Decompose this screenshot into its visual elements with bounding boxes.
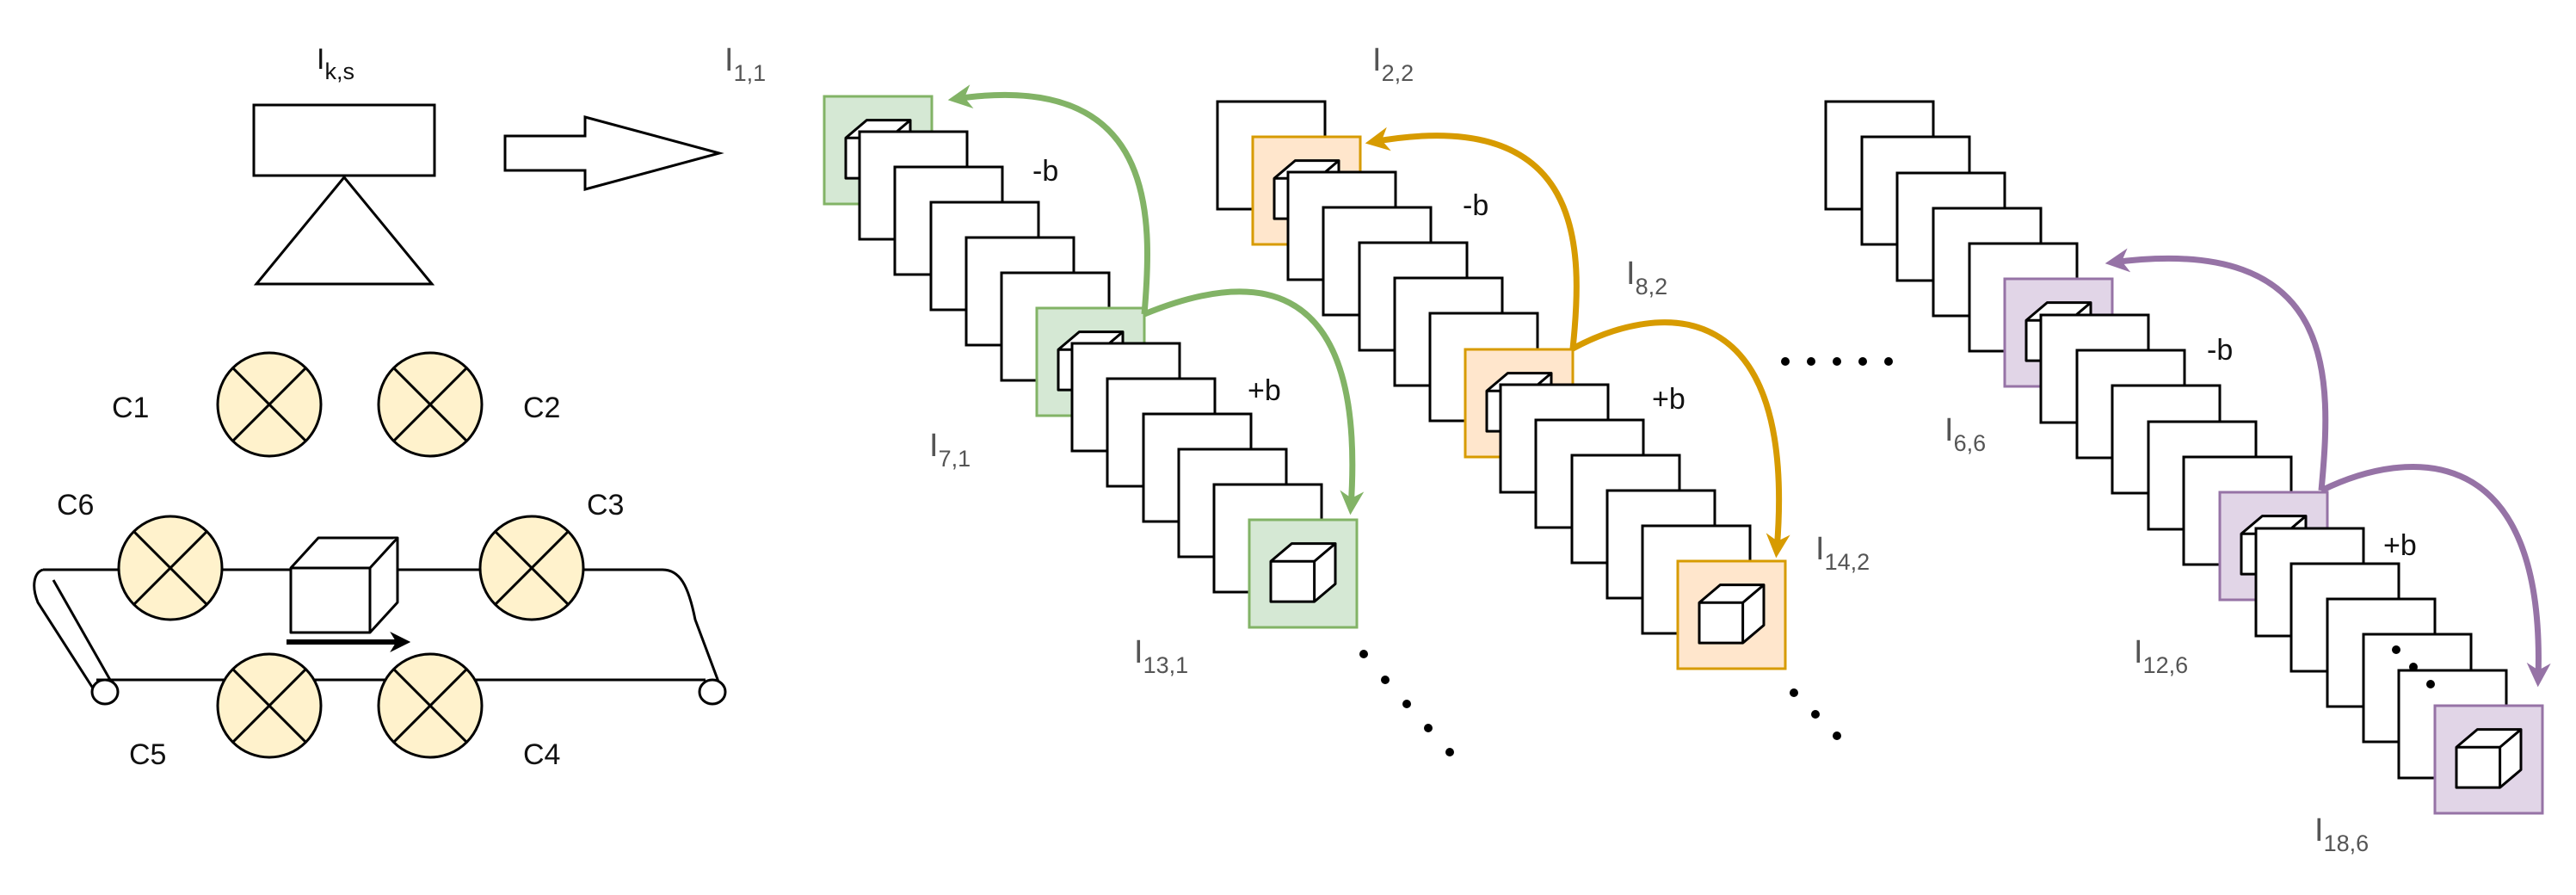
camera-label-c5: C5 — [129, 738, 166, 771]
camera-label-c6: C6 — [57, 489, 94, 522]
ellipsis-dot — [1833, 731, 1841, 740]
ellipsis-dot — [2392, 645, 2400, 654]
ellipsis-dot — [1381, 676, 1390, 684]
cube-icon — [2455, 728, 2523, 789]
label-i-1-1: I1,1 — [724, 42, 766, 86]
ellipsis-dot — [1402, 700, 1411, 708]
camera-label-c3: C3 — [587, 489, 624, 522]
ellipsis-dot — [1833, 357, 1841, 366]
arrow-minus-b-seq2 — [1365, 127, 1580, 349]
ellipsis-dot — [1445, 748, 1454, 756]
lamp-c2-icon — [377, 351, 484, 458]
ellipsis-dot — [1807, 357, 1815, 366]
lamp-c1-icon — [216, 351, 323, 458]
label-plus-b-seq6: +b — [2383, 529, 2417, 562]
ellipsis-dot — [1424, 724, 1433, 732]
belt-left-edge — [33, 568, 98, 694]
camera-label-c1: C1 — [112, 392, 149, 424]
ellipsis-dots — [1359, 357, 2435, 756]
cube-object-icon — [289, 536, 399, 634]
label-i-14-2: I14,2 — [1815, 531, 1870, 575]
arrow-minus-b-seq1 — [947, 84, 1151, 315]
label-i-8-2: I8,2 — [1626, 256, 1667, 299]
cube-icon — [1269, 542, 1337, 603]
camera-lamps — [117, 351, 585, 759]
belt-inner-edge — [52, 579, 112, 681]
label-i-2-2: I2,2 — [1372, 42, 1414, 86]
ellipsis-dot — [2409, 663, 2418, 671]
arrow-plus-b-seq6 — [2320, 464, 2551, 688]
cube-icon — [1698, 583, 1766, 645]
ellipsis-dot — [1359, 650, 1368, 658]
ellipsis-dot — [1884, 357, 1893, 366]
label-minus-b-seq6: -b — [2207, 334, 2233, 367]
label-i-13-1: I13,1 — [1134, 634, 1188, 678]
roller-left — [90, 678, 120, 706]
lamp-c4-icon — [377, 652, 484, 759]
image-sequence-1 — [823, 95, 1359, 629]
camera-label-c2: C2 — [523, 392, 560, 424]
label-plus-b-seq2: +b — [1652, 383, 1685, 416]
ellipsis-dot — [1781, 357, 1790, 366]
ellipsis-dot — [1811, 710, 1820, 719]
image-sequence-2 — [1216, 100, 1787, 670]
lamp-c6-icon — [117, 515, 224, 621]
arrow-minus-b-seq6 — [2105, 248, 2329, 491]
label-i-7-1: I7,1 — [929, 428, 971, 472]
ellipsis-dot — [1858, 357, 1867, 366]
block-arrow-icon — [503, 115, 724, 191]
label-i-12-6: I12,6 — [2134, 634, 2188, 678]
arrow-plus-b-seq1 — [1143, 288, 1365, 515]
label-minus-b-seq1: -b — [1032, 155, 1058, 188]
label-minus-b-seq2: -b — [1463, 189, 1488, 222]
belt-top-edge — [43, 568, 723, 689]
roller-right — [698, 678, 727, 706]
camera-body — [252, 103, 436, 177]
ellipsis-dot — [1790, 688, 1798, 697]
ellipsis-dot — [2426, 680, 2435, 688]
label-i-18-6: I18,6 — [2314, 812, 2369, 856]
image-sequence-6 — [1824, 100, 2544, 815]
label-i-6-6: I6,6 — [1944, 412, 1986, 456]
arrow-plus-b-seq2 — [1571, 319, 1790, 559]
camera-label: Ik,s — [317, 43, 354, 84]
lamp-c5-icon — [216, 652, 323, 759]
camera-symbol — [252, 103, 436, 286]
camera-lens — [253, 175, 435, 286]
camera-label-c4: C4 — [523, 738, 560, 771]
lamp-c3-icon — [478, 515, 585, 621]
label-plus-b-seq1: +b — [1248, 374, 1281, 407]
